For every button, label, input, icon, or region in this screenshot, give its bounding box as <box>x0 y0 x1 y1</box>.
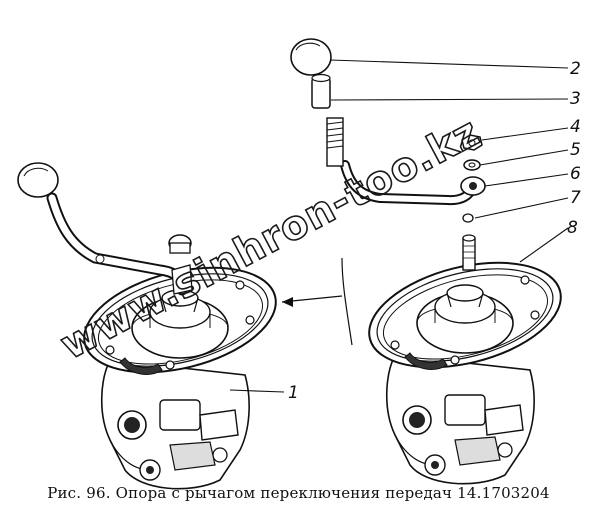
callout-7: 7 <box>570 188 581 208</box>
callout-6: 6 <box>570 164 581 184</box>
callout-2: 2 <box>570 59 581 79</box>
callout-8: 8 <box>567 218 578 238</box>
leader-lines <box>229 59 569 393</box>
exploded-support-right <box>290 38 573 485</box>
assembly-arrow <box>281 257 353 346</box>
callout-3: 3 <box>570 89 581 109</box>
figure-caption: Рис. 96. Опора с рычагом переключения пе… <box>47 484 550 502</box>
callout-4: 4 <box>570 117 581 137</box>
callout-1: 1 <box>288 383 299 403</box>
callout-5: 5 <box>570 140 581 160</box>
assembled-support-left <box>17 162 288 490</box>
